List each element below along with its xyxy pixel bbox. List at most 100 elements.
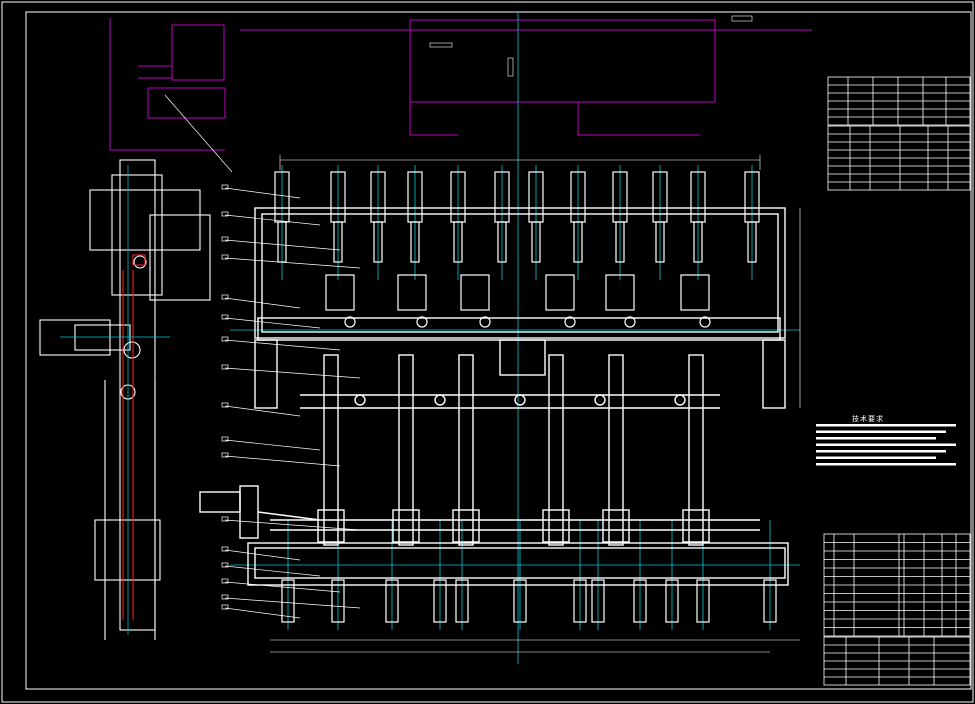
bottom-cylinder [513,579,527,623]
top-piston-rod [453,221,463,263]
leader-balloon [221,562,229,568]
leader-line [224,565,321,577]
note-text-line [816,463,956,466]
leader-line [224,239,341,251]
dimension-lines [270,15,801,653]
clamp-pin [564,316,576,328]
clamp-pin [624,316,636,328]
phantom-outline-top [109,18,812,151]
vertical-column [398,354,414,546]
section-view-highlight [122,254,146,620]
top-piston-rod [531,221,541,263]
roller [434,394,446,406]
leader-balloon [221,254,229,260]
leader-line [224,405,301,417]
bottom-cylinder [633,579,647,623]
leader-line [224,597,361,609]
leader-balloon [221,314,229,320]
part-leaders [164,94,361,619]
top-piston-rod [615,221,625,263]
vertical-column [458,354,474,546]
top-piston-rod [573,221,583,263]
note-text-line [816,450,946,453]
leader-line [164,94,233,173]
clamp-pin [416,316,428,328]
clamp-pin [344,316,356,328]
vertical-column [608,354,624,546]
leader-line [224,581,341,593]
top-piston-rod [333,221,343,263]
column-base-block [392,509,420,543]
leader-line [224,519,361,531]
leader-balloon [221,546,229,552]
bottom-cylinder [331,579,345,623]
section-view-left [39,159,211,640]
section-view-centerlines [60,165,170,635]
main-frame [199,207,789,586]
roller [674,394,686,406]
leader-balloon [221,578,229,584]
technical-notes-lines [816,424,956,466]
bottom-cylinder [665,579,679,623]
vertical-columns [317,354,710,546]
top-piston-rod [410,221,420,263]
leader-line [224,549,301,561]
vertical-column [688,354,704,546]
leader-balloon [221,436,229,442]
top-cylinder-row [274,171,760,328]
top-piston-rod [497,221,507,263]
clamp-block [325,274,355,311]
top-piston-rod [373,221,383,263]
top-piston-rod [747,221,757,263]
note-text-line [816,443,956,446]
vertical-column [323,354,339,546]
clamp-block [460,274,490,311]
bottom-cylinder [385,579,399,623]
leader-balloon [221,364,229,370]
note-text-line [816,456,936,459]
top-piston-rod [655,221,665,263]
clamp-block [397,274,427,311]
leader-balloon [221,604,229,610]
vertical-column [548,354,564,546]
leader-line [224,297,301,309]
note-text-line [816,437,936,440]
roller [514,394,526,406]
bottom-cylinder-row [281,579,777,623]
leader-line [224,214,321,226]
technical-notes-title: 技术要求 [852,415,884,423]
bottom-cylinder [573,579,587,623]
note-text-line [816,430,946,433]
column-base-block [452,509,480,543]
leader-line [224,439,321,451]
leader-line [224,317,321,329]
leader-balloon [221,236,229,242]
roller [594,394,606,406]
title-block-tables [823,76,971,686]
clamp-pin [699,316,711,328]
column-base-block [682,509,710,543]
note-text-line [816,424,956,427]
bottom-cylinder [591,579,605,623]
bottom-cylinder [281,579,295,623]
clamp-block [545,274,575,311]
roller [354,394,366,406]
leader-balloon [221,594,229,600]
leader-line [224,455,341,467]
clamp-block [680,274,710,311]
bottom-cylinder [433,579,447,623]
leader-balloon [221,402,229,408]
leader-line [224,607,301,619]
column-base-block [317,509,345,543]
leader-line [224,367,361,379]
bottom-cylinder [763,579,777,623]
leader-balloon [221,336,229,342]
leader-line [224,257,361,269]
leader-line [224,339,341,351]
column-base-block [542,509,570,543]
leader-balloon [221,184,229,190]
bottom-cylinder [455,579,469,623]
